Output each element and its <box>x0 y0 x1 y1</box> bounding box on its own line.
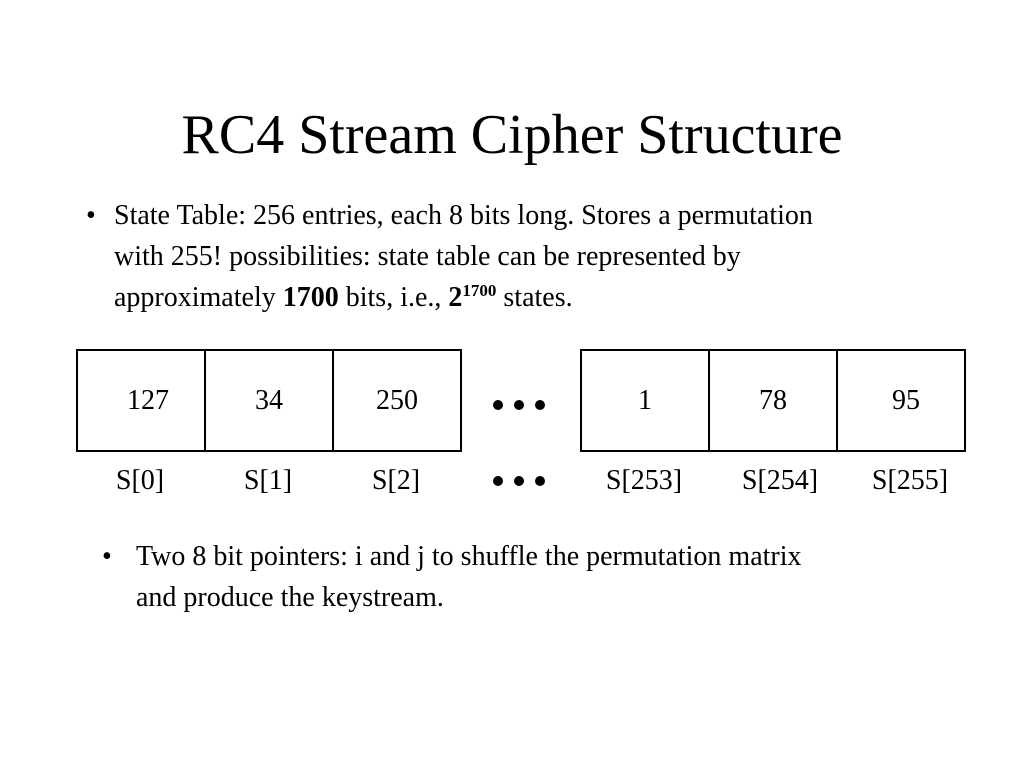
state-cell: 250 <box>334 351 462 450</box>
ellipsis-icon <box>487 474 555 488</box>
state-cell: 127 <box>78 351 206 450</box>
state-cell: 34 <box>206 351 334 450</box>
state-index-label: S[1] <box>243 465 293 496</box>
bullet-text: State Table: 256 entries, each 8 bits lo… <box>114 195 986 318</box>
bullet-marker: • <box>102 541 112 572</box>
bullet-marker: • <box>86 200 96 231</box>
state-table-cells-left: 127 34 250 <box>76 349 462 452</box>
state-index-label: S[0] <box>115 465 165 496</box>
text-fragment: states. <box>496 282 573 313</box>
bullet-line: Two 8 bit pointers: i and j to shuffle t… <box>136 541 802 572</box>
bits-count: 1700 <box>282 282 339 313</box>
state-cell: 78 <box>710 351 838 450</box>
state-index-label: S[254] <box>741 465 819 496</box>
bullet-line: approximately 1700 bits, i.e., 21700 sta… <box>114 277 986 318</box>
bullet-text: Two 8 bit pointers: i and j to shuffle t… <box>136 536 982 618</box>
bullet-pointers: • Two 8 bit pointers: i and j to shuffle… <box>102 536 982 618</box>
slide-title: RC4 Stream Cipher Structure <box>181 104 843 166</box>
states-base: 2 <box>448 282 463 313</box>
state-cell: 95 <box>838 351 966 450</box>
bullet-line: and produce the keystream. <box>136 582 444 613</box>
state-table-cells-right: 1 78 95 <box>580 349 966 452</box>
text-fragment: bits, i.e., <box>338 282 449 313</box>
state-index-label: S[2] <box>371 465 421 496</box>
state-index-label: S[255] <box>871 465 949 496</box>
bullet-line: State Table: 256 entries, each 8 bits lo… <box>114 200 813 231</box>
ellipsis-icon <box>487 398 555 412</box>
state-index-label: S[253] <box>605 465 683 496</box>
state-cell: 1 <box>582 351 710 450</box>
bullet-state-table: • State Table: 256 entries, each 8 bits … <box>86 195 986 318</box>
states-exponent: 1700 <box>462 281 497 300</box>
bullet-line: with 255! possibilities: state table can… <box>114 241 741 272</box>
text-fragment: approximately <box>114 282 283 313</box>
